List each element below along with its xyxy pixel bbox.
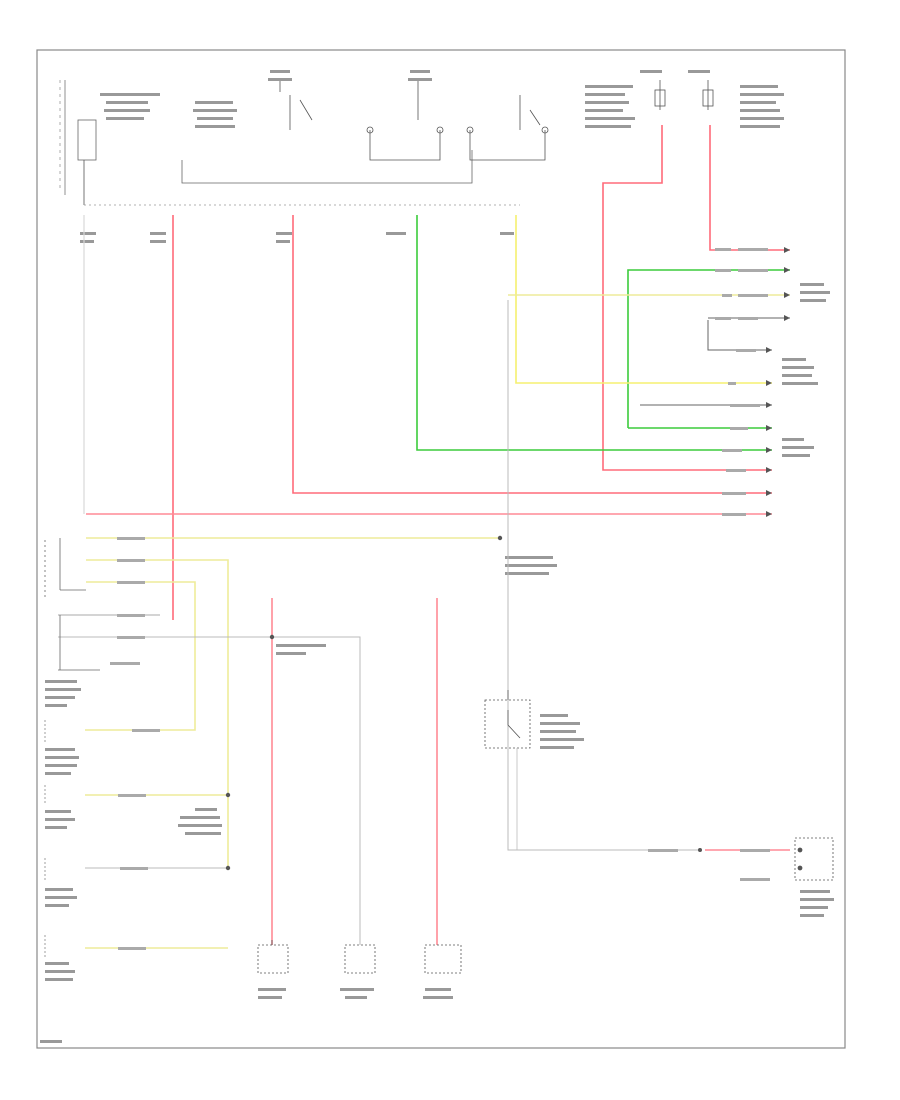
left-multi-connector [44,538,100,671]
wire-grey-b [58,636,361,945]
wire-code-tags [110,248,770,950]
wire-green-left [416,215,772,451]
module-label-texts [40,70,834,1043]
wire-yellow-b [86,559,229,868]
wire-red-top-right [709,125,790,251]
wires [58,125,790,949]
right-turn-lamp [344,944,376,974]
wire-grey-e [707,320,772,351]
brake-switch [484,690,531,850]
wire-yellow-c [85,581,196,731]
left-turn-lamp [257,944,289,974]
connectors [225,247,790,871]
bottom-lamps [257,940,462,974]
top-components [59,80,714,206]
wire-yellow-main [515,215,772,384]
wire-red-right-loop [602,125,772,471]
wire-grey-d [507,300,700,851]
trailer-connector-bottom [794,837,834,881]
diagram-frame [36,49,846,1049]
speed-sensor [424,944,462,974]
wire-red-mid [292,215,772,494]
wire-green-right [627,269,790,428]
